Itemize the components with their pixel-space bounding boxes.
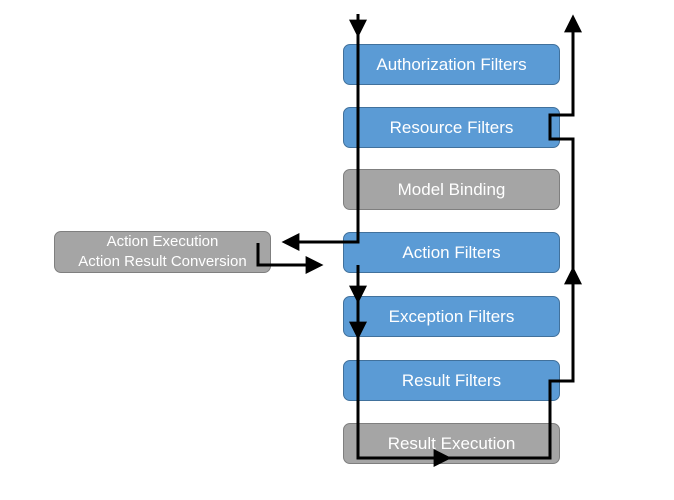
stage-exception-filters: Exception Filters <box>343 296 560 337</box>
stage-label: Resource Filters <box>389 117 514 137</box>
stage-result-filters: Result Filters <box>343 360 560 401</box>
action-result-conversion-label: Action Result Conversion <box>78 253 247 270</box>
stage-model-binding: Model Binding <box>343 169 560 210</box>
stage-action-filters: Action Filters <box>343 232 560 273</box>
stage-label: Result Filters <box>401 370 502 390</box>
stage-label: Exception Filters <box>388 306 515 326</box>
stage-label: Authorization Filters <box>376 54 527 74</box>
stage-label: Result Execution <box>387 433 516 453</box>
stage-result-execution: Result Execution <box>343 423 560 464</box>
stage-label: Model Binding <box>397 179 506 199</box>
stage-authorization-filters: Authorization Filters <box>343 44 560 85</box>
stage-resource-filters: Resource Filters <box>343 107 560 148</box>
action-execution-box: Action Execution Action Result Conversio… <box>54 231 271 273</box>
stage-label: Action Filters <box>402 242 501 262</box>
action-execution-label: Action Execution <box>106 233 219 250</box>
